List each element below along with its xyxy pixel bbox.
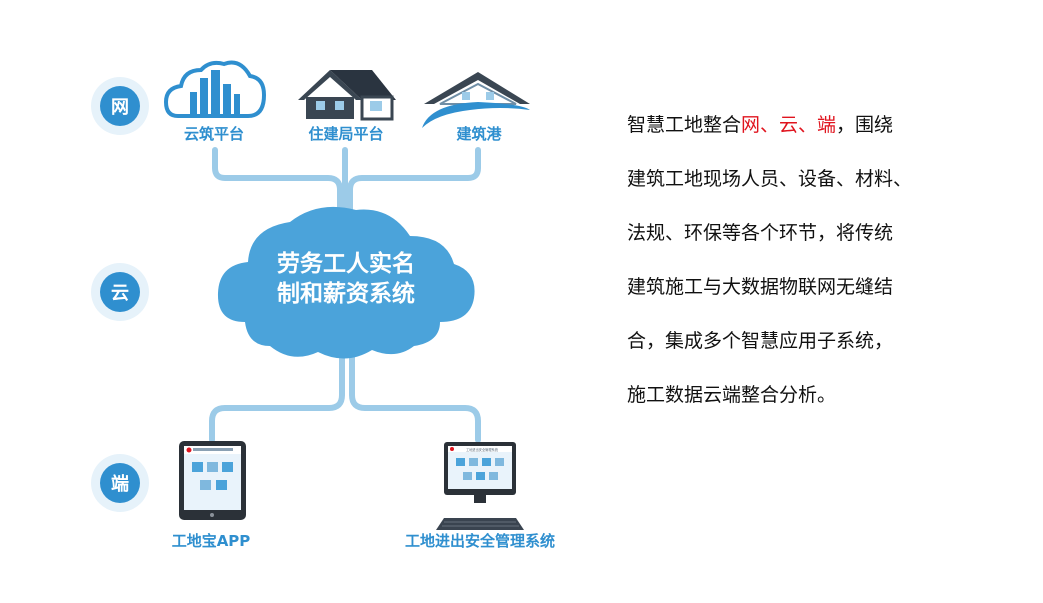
layer-net-label: 网 <box>111 97 129 118</box>
connector-lines <box>209 147 481 443</box>
cloud-building-icon <box>163 60 267 118</box>
jianzhu-gang-label: 建筑港 <box>456 125 502 143</box>
layer-cloud: 云 <box>91 263 149 321</box>
line-core-to-app <box>209 337 345 443</box>
pc-screen-title: 工地进出安全管理系统 <box>466 447 499 452</box>
cloud-core: 劳务工人实名 制和薪资系统 <box>217 206 475 359</box>
housing-bureau-label: 住建局平台 <box>308 125 383 143</box>
cloud-core-line2: 制和薪资系统 <box>277 280 415 307</box>
description-line-1-suffix: ，围绕 <box>836 114 894 136</box>
line-jianzhu-to-core <box>347 147 481 218</box>
description-line-1: 智慧工地整合网、云、端，围绕 <box>627 112 893 139</box>
house-icon <box>298 70 396 121</box>
pc-label: 工地进出安全管理系统 <box>405 532 555 550</box>
description-line-1-prefix: 智慧工地整合 <box>627 114 742 136</box>
line-cloud-platform-to-core <box>212 147 343 218</box>
layer-net: 网 <box>91 77 149 135</box>
layer-terminal-label: 端 <box>111 474 129 495</box>
layer-cloud-label: 云 <box>111 283 129 304</box>
description-line-3: 法规、环保等各个环节，将传统 <box>627 222 894 244</box>
cloud-platform-label: 云筑平台 <box>184 125 244 143</box>
description-highlight: 网、云、端 <box>741 114 837 136</box>
desktop-computer-icon: 工地进出安全管理系统 <box>436 442 524 530</box>
tablet-icon <box>179 441 246 520</box>
layer-terminal: 端 <box>91 454 149 512</box>
description-line-4: 建筑施工与大数据物联网无缝结 <box>627 276 894 298</box>
app-label: 工地宝APP <box>172 532 251 550</box>
line-core-to-pc <box>349 337 481 443</box>
description-line-2: 建筑工地现场人员、设备、材料、 <box>627 168 913 190</box>
architecture-diagram: 网 云 端 云筑平台 住建局平台 建筑港 <box>91 60 555 550</box>
description-line-5: 合，集成多个智慧应用子系统， <box>627 330 894 352</box>
cloud-core-line1: 劳务工人实名 <box>277 250 415 277</box>
roof-logo-icon <box>422 72 530 128</box>
description-line-6: 施工数据云端整合分析。 <box>627 384 837 406</box>
